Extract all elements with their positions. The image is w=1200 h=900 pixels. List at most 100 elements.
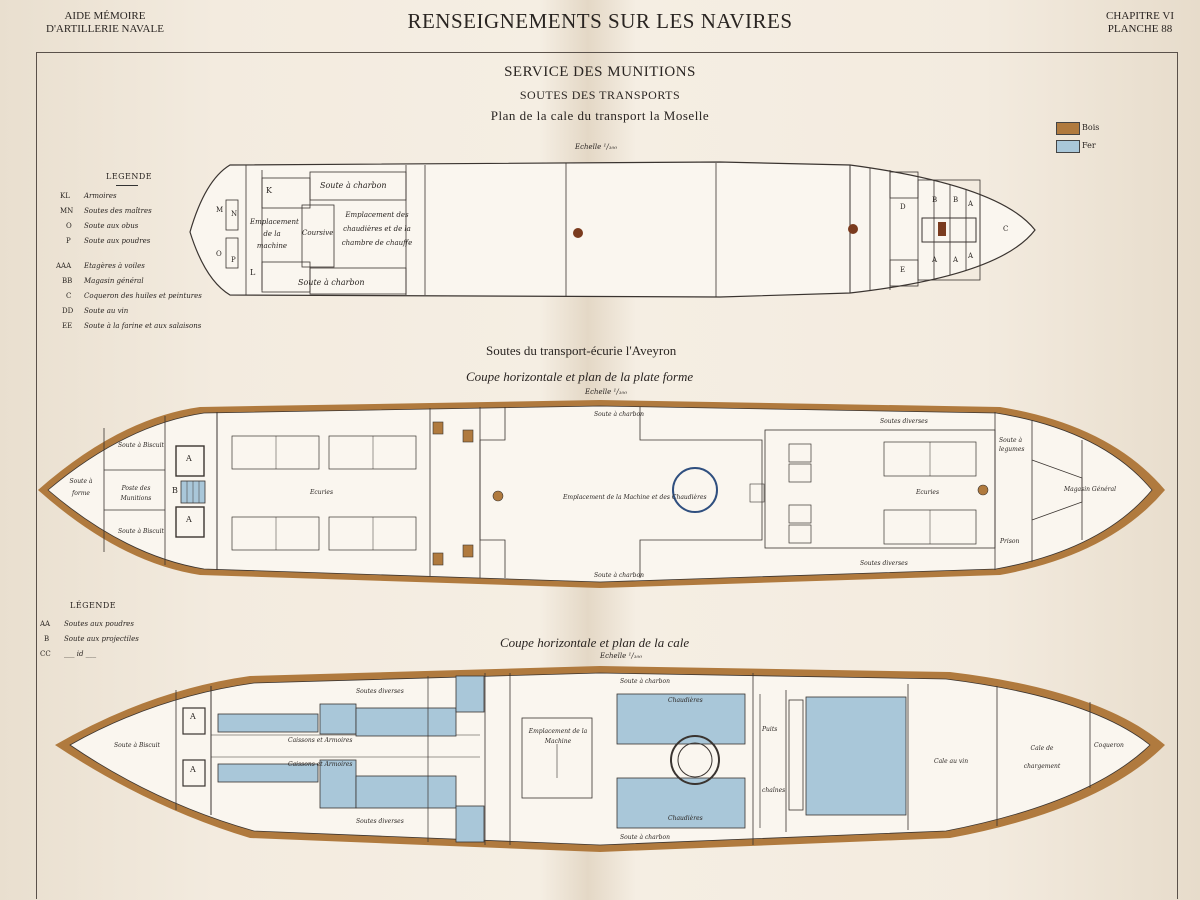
label-magazine-A: A	[186, 454, 192, 463]
label-caissons-armoires: Caissons et Armoires	[288, 761, 353, 768]
deck-stanchion	[462, 544, 474, 558]
label-soute-charbon: Soute à charbon	[594, 572, 644, 579]
moselle-compartment	[225, 237, 239, 269]
label-K: K	[266, 186, 272, 195]
hold-grid-store	[455, 675, 485, 713]
deck-magazine-a	[175, 506, 205, 538]
hold-grid-store	[455, 805, 485, 843]
label-soute-biscuit: Soute à Biscuit	[118, 442, 164, 449]
legend-key: P	[66, 237, 71, 245]
legend-key: BB	[62, 277, 73, 285]
legend-text: Soutes des maîtres	[84, 207, 152, 215]
header-left-line2: D'ARTILLERIE NAVALE	[46, 23, 164, 35]
moselle-mast	[573, 228, 583, 238]
fer-swatch	[1056, 140, 1080, 153]
hold-ammunition-locker	[355, 707, 457, 737]
label-soute-legumes: Soute à legumes	[999, 437, 1025, 453]
label-chaines: chaînes	[762, 787, 786, 794]
label-soutes-diverses: Soutes diverses	[356, 688, 404, 695]
moselle-compartment	[225, 199, 239, 231]
legend-key: AA	[40, 620, 51, 628]
bois-label: Bois	[1082, 123, 1100, 132]
hold-ammunition-racks	[217, 713, 319, 733]
deck-box	[788, 524, 812, 544]
label-soute-charbon: Soute à charbon	[620, 678, 670, 685]
deck-stall	[231, 435, 320, 470]
legend-text: Soute aux projectiles	[64, 635, 139, 643]
header-right: CHAPITRE VI PLANCHE 88	[1106, 10, 1174, 36]
label-poste-munitions: Poste des Munitions	[120, 485, 152, 502]
deck-funnel	[672, 467, 718, 513]
chapter-label: CHAPITRE VI	[1106, 10, 1174, 22]
label-magasin-general: Magasin Général	[1064, 486, 1117, 493]
deck-box	[788, 504, 812, 524]
deck-hull-inner	[47, 405, 1153, 583]
label-cale-chargement: Cale de chargement	[1023, 745, 1061, 770]
hold-section-title: Coupe horizontale et plan de la cale	[500, 635, 690, 650]
hold-boiler	[616, 693, 746, 745]
label-A: A	[932, 256, 938, 264]
hold-chain-locker	[788, 699, 804, 811]
deck-stall	[328, 435, 417, 470]
label-A: A	[953, 256, 959, 264]
moselle-mast	[848, 224, 858, 234]
label-coursive: Coursive	[302, 229, 334, 237]
deck-stanchion	[462, 429, 474, 443]
aveyron-title: Soutes du transport-écurie l'Aveyron	[486, 343, 677, 358]
label-chaudieres: Chaudières	[668, 815, 703, 822]
label-soute-charbon: Soute à charbon	[594, 411, 644, 418]
hold-boiler	[616, 777, 746, 829]
hold-ammunition-locker	[355, 775, 457, 809]
label-soute-charbon: Soute à charbon	[298, 278, 365, 287]
label-puits: Puits	[762, 726, 778, 733]
legend-top-rule	[116, 185, 138, 186]
deck-scale: Echelle ¹/₁₀₀	[585, 388, 628, 396]
legend-text: Coqueron des huiles et peintures	[84, 292, 202, 300]
hold-scale: Echelle ¹/₁₀₀	[600, 652, 643, 660]
deck-magazine-a	[175, 445, 205, 477]
label-C: C	[1003, 225, 1009, 233]
fer-label: Fer	[1082, 141, 1096, 150]
label-soute-biscuit: Soute à Biscuit	[118, 528, 164, 535]
label-soutes-diverses: Soutes diverses	[356, 818, 404, 825]
label-L: L	[250, 268, 256, 277]
header-left: AIDE MÉMOIRE D'ARTILLERIE NAVALE	[46, 10, 164, 36]
legend-text: ___ id ___	[64, 650, 97, 658]
label-coqueron: Coqueron	[1094, 742, 1124, 749]
deck-machinery-outline	[479, 407, 506, 578]
hold-engine-bed	[521, 717, 593, 799]
hold-water-tanks	[805, 696, 907, 816]
legend-top-title: LEGENDE	[106, 172, 153, 181]
deck-mast	[492, 490, 504, 502]
label-soute-biscuit: Soute à Biscuit	[114, 742, 160, 749]
hold-magazine-a	[182, 759, 206, 787]
legend-key: CC	[40, 650, 51, 658]
hold-magazine-a	[182, 707, 206, 735]
legend-key: EE	[62, 322, 73, 330]
label-magazine-A: A	[186, 515, 192, 524]
label-emplacement-machine: Emplacement de la machine	[250, 218, 299, 250]
bois-swatch	[1056, 122, 1080, 135]
deck-stall	[328, 516, 417, 551]
hold-funnel-base	[670, 735, 720, 785]
plate-number: PLANCHE 88	[1107, 23, 1173, 35]
moselle-compartment	[301, 204, 335, 268]
label-D: D	[900, 203, 906, 211]
moselle-scale: Echelle ¹/₁₀₀	[575, 143, 618, 151]
plate-frame	[36, 52, 1178, 899]
deck-stall	[231, 516, 320, 551]
label-P: P	[231, 256, 236, 264]
deck-stanchion	[432, 421, 444, 435]
label-prison: Prison	[1000, 538, 1020, 545]
page-title: RENSEIGNEMENTS SUR LES NAVIRES	[407, 9, 793, 33]
legend-text: Soute aux poudres	[84, 237, 151, 245]
deck-ladder	[749, 483, 765, 503]
label-caissons-armoires: Caissons et Armoires	[288, 737, 353, 744]
label-M: M	[216, 206, 224, 214]
legend-key: B	[44, 635, 50, 643]
legend-text: Soute aux obus	[84, 222, 139, 230]
header-left-line1: AIDE MÉMOIRE	[64, 10, 146, 22]
legend-text: Etagères à voiles	[84, 262, 145, 270]
